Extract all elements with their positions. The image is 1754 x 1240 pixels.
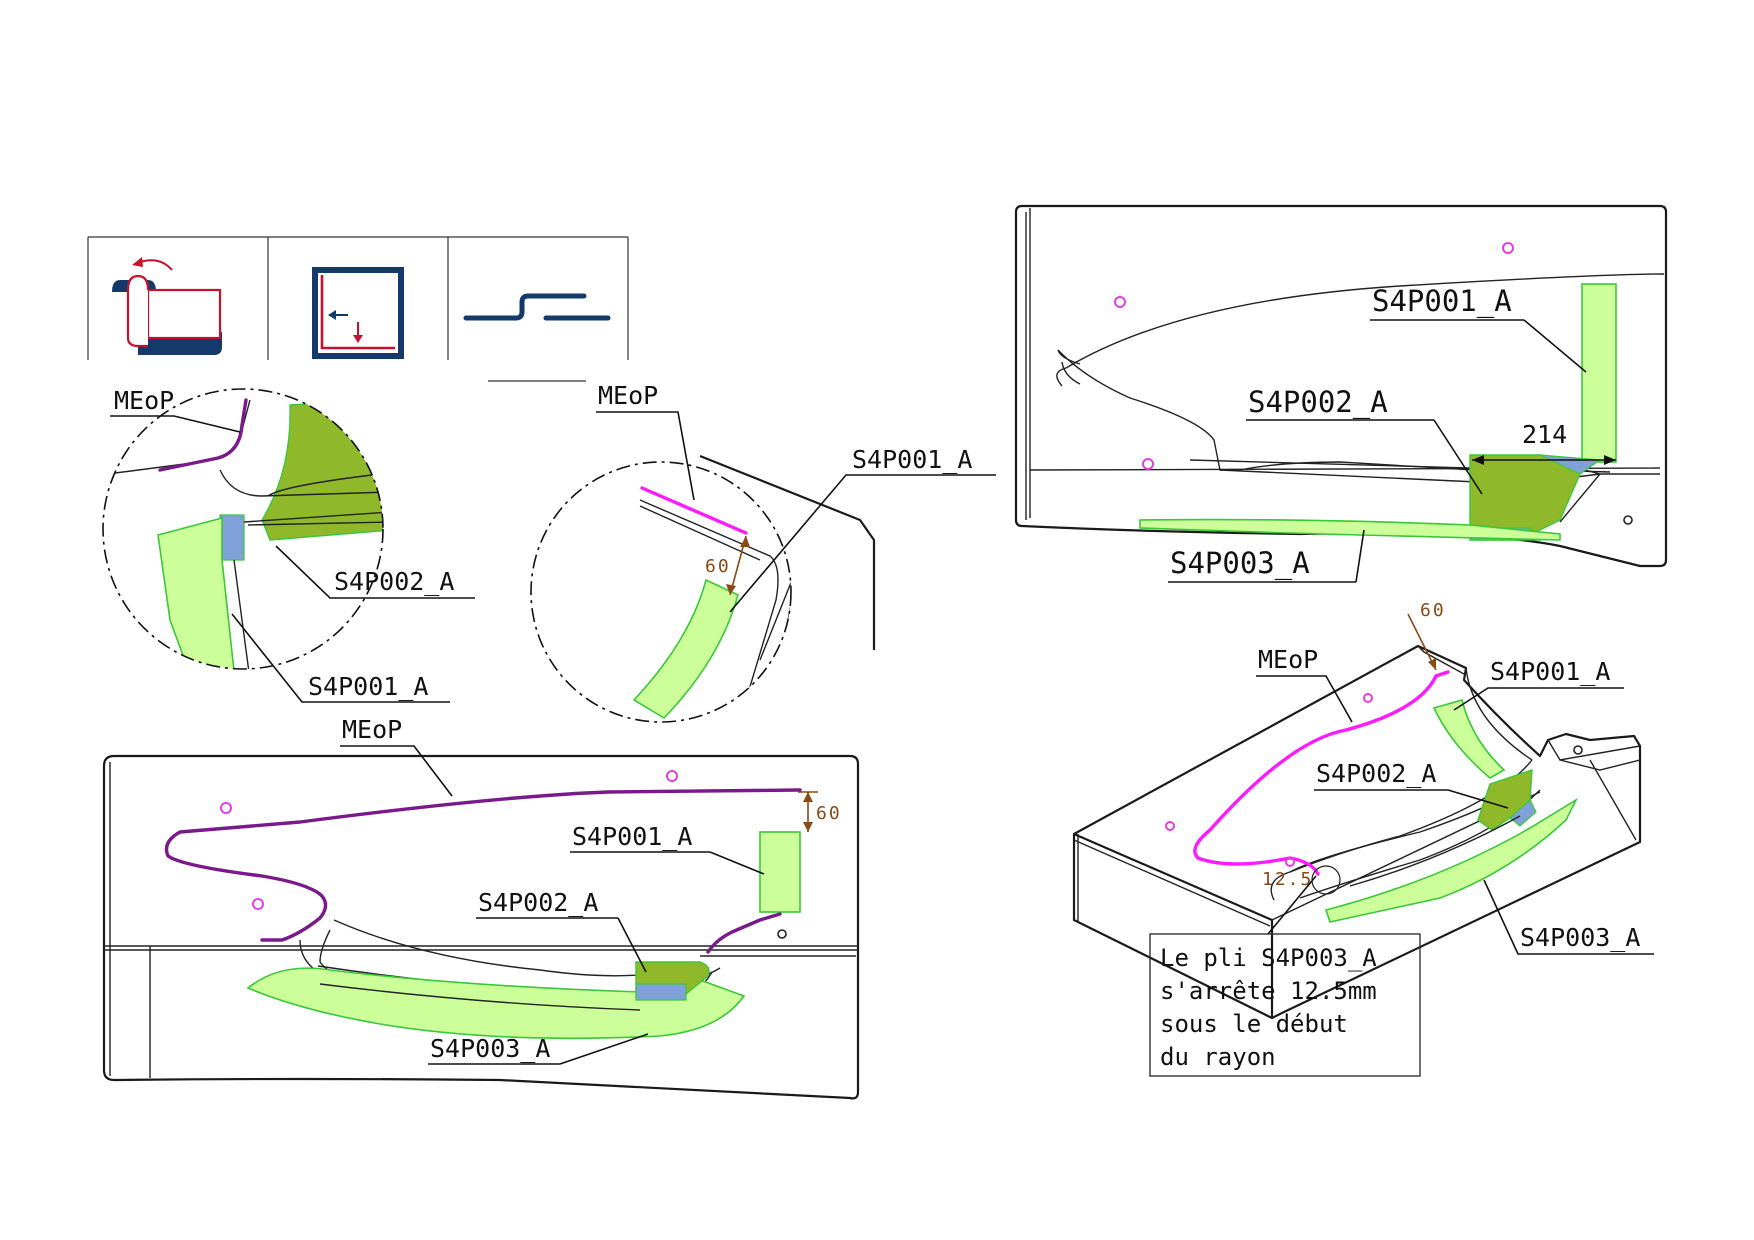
ply-s4p003-strip-top [1139, 518, 1561, 541]
label-s4p003-bottom: S4P003_A [430, 1034, 550, 1063]
ply-corner-offset-icon[interactable] [312, 267, 404, 359]
meop-edge-left [158, 398, 248, 472]
label-s4p001-detail-middle: S4P001_A [852, 445, 972, 474]
ply-s4p001-rect-bottom [759, 831, 801, 913]
hole-bottom-2 [220, 802, 232, 814]
note-box [1149, 933, 1421, 1077]
ply-s4p001-strip [632, 578, 739, 720]
hole-top-2 [1114, 296, 1126, 308]
label-meop-bottom: MEoP [342, 715, 402, 744]
ply-overlap-patch [219, 514, 245, 561]
hole-iso-1 [1363, 693, 1373, 703]
hole-top-1 [1502, 242, 1514, 254]
label-meop-detail-left: MEoP [114, 386, 174, 415]
label-s4p001-iso: S4P001_A [1490, 657, 1610, 686]
hole-top-4 [1623, 515, 1633, 525]
label-s4p003-top: S4P003_A [1170, 546, 1310, 581]
ply-overlap-iso [1509, 799, 1537, 827]
note-line-2: s'arrête 12.5mm [1160, 977, 1377, 1005]
label-s4p002-top: S4P002_A [1248, 385, 1388, 420]
hole-iso-2 [1165, 821, 1175, 831]
dim-214: 214 [1522, 420, 1567, 449]
ply-s4p001-rect-top [1581, 283, 1617, 463]
note-line-1: Le pli S4P003_A [1160, 944, 1377, 972]
label-meop-iso: MEoP [1258, 645, 1318, 674]
part-isometric: 60 12.5 MEoP S4P001_A S4P002_A S4P003_A … [1072, 600, 1654, 1077]
ply-toolbar [87, 236, 629, 382]
hole-iso-4 [1573, 745, 1583, 755]
ply-step-joggle-icon[interactable] [463, 293, 611, 321]
dim-60-bottom: 60 [816, 803, 842, 824]
label-meop-detail-middle: MEoP [598, 381, 658, 410]
note-line-4: du rayon [1160, 1043, 1276, 1071]
label-s4p002-iso: S4P002_A [1316, 759, 1436, 788]
hole-bottom-1 [666, 770, 678, 782]
label-s4p002-bottom: S4P002_A [478, 888, 598, 917]
dim-12-5-iso: 12.5 [1262, 869, 1313, 890]
meop-edge-middle [640, 486, 748, 535]
dim-60-middle: 60 [705, 556, 731, 577]
label-s4p001-detail-left: S4P001_A [308, 672, 428, 701]
part-bottom-left: 60 MEoP S4P001_A S4P002_A S4P003_A [102, 715, 860, 1100]
dim-60-iso: 60 [1420, 600, 1446, 621]
hole-top-3 [1142, 458, 1154, 470]
ply-s4p003-bottom [246, 967, 746, 1040]
detail-left-labels: MEoP S4P002_A S4P001_A [110, 386, 475, 703]
label-s4p001-bottom: S4P001_A [572, 822, 692, 851]
meop-edge-bottom [164, 788, 802, 942]
ply-overlap-bottom [635, 983, 687, 1001]
part-top-right: 214 S4P001_A S4P002_A S4P003_A [1014, 204, 1668, 583]
label-s4p003-iso: S4P003_A [1520, 923, 1640, 952]
ply-s4p003-iso [1324, 797, 1578, 923]
hole-iso-3 [1285, 857, 1295, 867]
ply-s4p001-iso [1432, 699, 1506, 779]
note-line-3: sous le début [1160, 1010, 1348, 1038]
hole-bottom-3 [252, 898, 264, 910]
hole-bottom-4 [777, 929, 787, 939]
detail-view-left [102, 388, 384, 670]
ply-fold-icon[interactable] [112, 257, 222, 355]
label-s4p002-detail-left: S4P002_A [334, 567, 454, 596]
detail-view-middle: 60 [530, 454, 876, 723]
ply-s4p001-light [157, 516, 236, 669]
detail-middle-labels: MEoP S4P001_A [596, 381, 996, 613]
label-s4p001-top: S4P001_A [1372, 284, 1512, 319]
meop-edge-iso [1193, 674, 1438, 860]
